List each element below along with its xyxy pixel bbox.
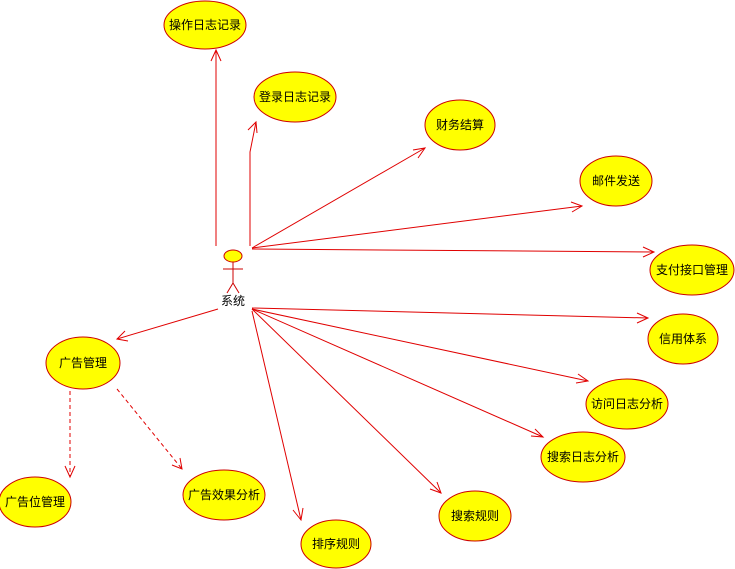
assoc-sort-rule <box>251 310 302 521</box>
usecase-finance-ellipse <box>424 99 496 151</box>
usecase-ad-mgmt-ellipse <box>45 336 121 390</box>
arrowhead-search-log <box>530 428 545 438</box>
usecase-search-rule-label: 搜索规则 <box>451 508 499 523</box>
arrowhead-payment <box>642 246 656 258</box>
arrowhead-login-log <box>247 120 258 134</box>
usecase-ad-effect[interactable]: 广告效果分析 <box>182 469 266 521</box>
arrowhead-search-rule <box>429 481 442 494</box>
usecase-sort-rule-ellipse <box>300 519 372 569</box>
assoc-visit-log <box>251 308 589 382</box>
arrowhead-visit-log <box>575 373 590 384</box>
usecase-credit-label: 信用体系 <box>659 332 707 346</box>
assoc-login-log <box>249 121 257 246</box>
actor-head <box>223 249 243 263</box>
usecase-search-rule[interactable]: 搜索规则 <box>438 490 512 542</box>
arrowhead-finance <box>412 147 427 159</box>
usecase-login-log-label: 登录日志记录 <box>259 89 331 104</box>
arrowhead-credit <box>636 312 650 324</box>
assoc-search-rule <box>251 308 442 494</box>
usecase-ad-mgmt-label: 广告管理 <box>59 355 107 370</box>
usecase-ad-position-ellipse <box>0 476 72 528</box>
usecase-credit-ellipse <box>647 313 719 365</box>
assoc-credit <box>251 307 649 319</box>
usecase-ad-effect-ellipse <box>182 469 266 521</box>
assoc-email <box>251 205 583 249</box>
usecase-sort-rule-label: 排序规则 <box>312 536 360 551</box>
usecase-finance-label: 财务结算 <box>436 117 484 132</box>
usecase-visit-log-label: 访问日志分析 <box>591 397 663 411</box>
usecase-ad-mgmt[interactable]: 广告管理 <box>45 336 121 390</box>
usecase-search-rule-ellipse <box>438 490 512 542</box>
usecase-login-log-ellipse <box>253 71 337 123</box>
arrowhead-ad-position <box>64 465 76 479</box>
usecase-credit[interactable]: 信用体系 <box>647 313 719 365</box>
usecase-sort-rule[interactable]: 排序规则 <box>300 519 372 569</box>
arrowhead-op-log <box>210 48 222 62</box>
usecase-payment[interactable]: 支付接口管理 <box>649 244 735 296</box>
actor-left-leg <box>226 282 234 294</box>
dep-ad-effect <box>116 388 183 470</box>
assoc-payment <box>251 248 655 253</box>
usecase-op-log[interactable]: 操作日志记录 <box>163 0 247 50</box>
actor-label: 系统 <box>221 294 245 308</box>
assoc-search-log <box>251 308 544 438</box>
usecase-email[interactable]: 邮件发送 <box>579 155 653 207</box>
usecase-search-log[interactable]: 搜索日志分析 <box>540 431 626 483</box>
usecase-login-log[interactable]: 登录日志记录 <box>253 71 337 123</box>
usecase-ad-position[interactable]: 广告位管理 <box>0 476 72 528</box>
usecase-email-label: 邮件发送 <box>592 173 640 188</box>
usecase-op-log-ellipse <box>163 0 247 50</box>
usecase-visit-log-ellipse <box>585 378 669 430</box>
usecase-search-log-ellipse <box>540 431 626 483</box>
usecase-payment-label: 支付接口管理 <box>656 262 728 277</box>
usecase-visit-log[interactable]: 访问日志分析 <box>585 378 669 430</box>
usecase-ad-position-label: 广告位管理 <box>5 494 65 509</box>
connections <box>64 48 656 522</box>
usecase-finance[interactable]: 财务结算 <box>424 99 496 151</box>
arrowhead-sort-rule <box>292 507 304 522</box>
usecase-ad-effect-label: 广告效果分析 <box>188 487 260 502</box>
usecase-op-log-label: 操作日志记录 <box>169 17 241 32</box>
actor-system[interactable]: 系统 <box>221 249 245 308</box>
arrowhead-email <box>570 201 584 213</box>
arrowhead-ad-effect <box>171 457 183 470</box>
assoc-finance <box>251 147 426 249</box>
usecase-search-log-label: 搜索日志分析 <box>547 449 619 464</box>
usecase-email-ellipse <box>579 155 653 207</box>
actor-right-leg <box>232 282 240 294</box>
usecase-payment-ellipse <box>649 244 735 296</box>
arrowhead-ad-mgmt <box>115 330 129 342</box>
assoc-ad-mgmt <box>116 308 219 340</box>
